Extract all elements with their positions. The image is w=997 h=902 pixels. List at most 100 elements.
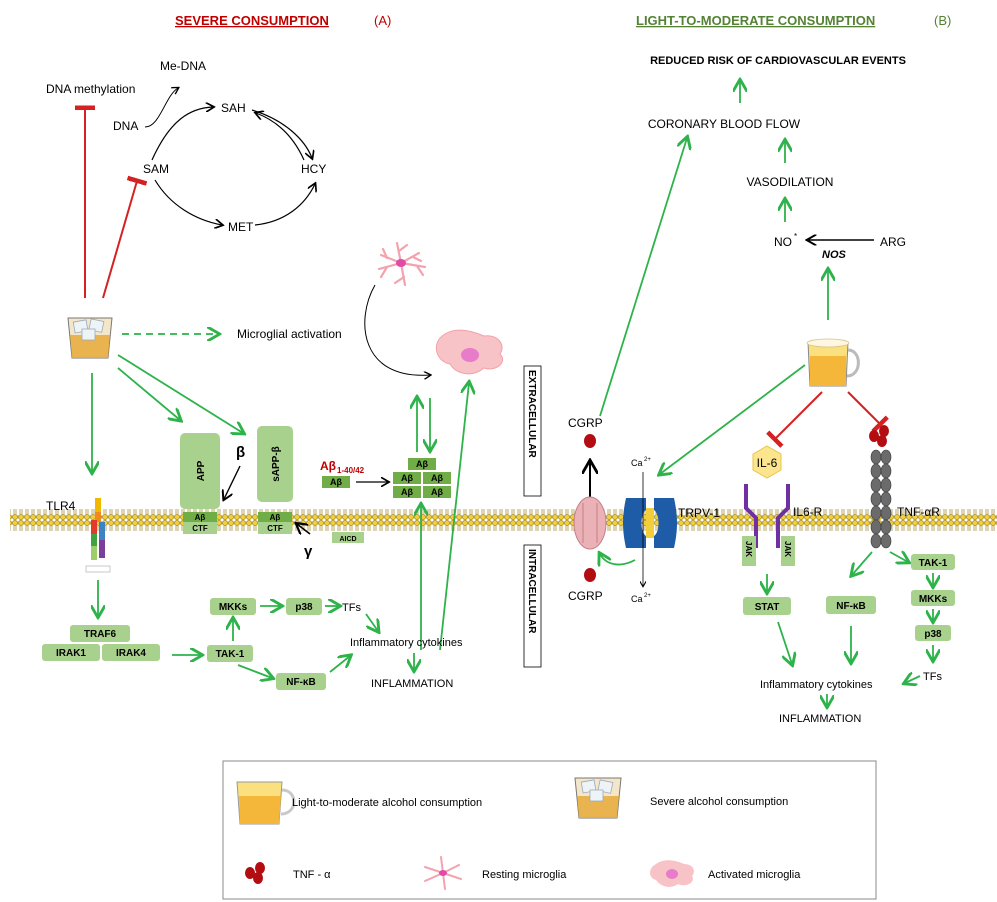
trpv1-label: TRPV-1 (678, 506, 720, 520)
svg-text:Ca: Ca (631, 594, 643, 604)
extracellular-label: EXTRACELLULAR (523, 365, 542, 497)
ca-top-label: Ca 2+ (631, 457, 651, 468)
svg-text:Aβ: Aβ (270, 513, 281, 522)
sapp-beta-label: sAPP-β (271, 446, 282, 482)
intracellular-label: INTRACELLULAR (523, 544, 542, 668)
dna-label: DNA (113, 119, 138, 133)
tfs-label-right: TFs (923, 671, 942, 683)
svg-text:TAK-1: TAK-1 (216, 649, 245, 660)
ab-peptide-label: Aβ 1-40/42 (320, 459, 365, 475)
jak-right-box: JAK (781, 536, 795, 566)
coronary-flow-label: CORONARY BLOOD FLOW (648, 117, 801, 131)
traf6-box: TRAF6 (70, 625, 130, 642)
reduced-risk-label: REDUCED RISK OF CARDIOVASCULAR EVENTS (650, 55, 906, 67)
mkks-box-left: MKKs (210, 598, 256, 615)
sam-label: SAM (143, 162, 169, 176)
irak1-box: IRAK1 (42, 644, 100, 661)
svg-text:INTRACELLULAR: INTRACELLULAR (526, 549, 537, 634)
nos-label: NOS (822, 249, 847, 261)
inflammation-right: INFLAMMATION (779, 713, 861, 725)
cgrp-channel-icon (573, 496, 607, 550)
vasodilation-label: VASODILATION (747, 175, 834, 189)
panel-b-heading: LIGHT-TO-MODERATE CONSUMPTION (B) (636, 13, 951, 28)
svg-text:1-40/42: 1-40/42 (337, 466, 365, 475)
svg-text:p38: p38 (924, 629, 942, 640)
svg-text:STAT: STAT (755, 602, 780, 613)
nfkb-box-left: NF-κB (276, 673, 326, 690)
sapp-beta-fragment: sAPP-β (257, 426, 293, 502)
sah-label: SAH (221, 101, 246, 115)
svg-text:Aβ: Aβ (195, 513, 206, 522)
cgrp-top-label: CGRP (568, 416, 603, 430)
svg-text:NO: NO (774, 235, 792, 249)
methylation-cycle: Me-DNA DNA methylation DNA SAH SAM HCY M… (46, 59, 326, 299)
p38-box-left: p38 (286, 598, 322, 615)
legend-resting-microglia-icon (424, 856, 462, 890)
svg-text:p38: p38 (295, 602, 313, 613)
aicd-fragment: AICD (332, 532, 364, 543)
ab-monomer: Aβ (322, 476, 350, 488)
nfkb-box-right: NF-κB (826, 596, 876, 614)
legend-activated-label: Activated microglia (708, 869, 801, 881)
irak4-box: IRAK4 (102, 644, 160, 661)
met-label: MET (228, 220, 254, 234)
hcy-label: HCY (301, 162, 326, 176)
mkks-box-right: MKKs (911, 590, 955, 606)
ca-bottom-label: Ca 2+ (631, 593, 651, 604)
inflammatory-cytokines-left: Inflammatory cytokines (350, 637, 463, 649)
svg-text:IL-6: IL-6 (757, 456, 778, 470)
legend-tnf-icon (245, 862, 265, 884)
tnfar-label: TNF-αR (897, 505, 940, 519)
svg-text:Aβ: Aβ (401, 487, 413, 497)
legend-box (222, 760, 877, 900)
inflammation-left: INFLAMMATION (371, 678, 453, 690)
jak-left-box: JAK (742, 536, 756, 566)
svg-text:CTF: CTF (192, 524, 208, 533)
tfs-label-left: TFs (342, 602, 361, 614)
light-alcohol-mug-icon (806, 338, 860, 387)
tnf-alpha-ligand-icon (869, 425, 889, 447)
panel-b-letter: (B) (934, 13, 951, 28)
svg-text:Aβ: Aβ (401, 473, 413, 483)
svg-text:MKKs: MKKs (919, 594, 948, 605)
microglial-activation-label: Microglial activation (237, 327, 342, 341)
tnf-receptor-icon (870, 449, 892, 549)
legend-tnf-label: TNF - α (293, 869, 331, 881)
arg-label: ARG (880, 235, 906, 249)
svg-text:JAK: JAK (783, 541, 792, 557)
activated-microglia-icon (435, 329, 504, 375)
no-label: NO * (774, 232, 797, 249)
svg-text:NF-κB: NF-κB (286, 677, 315, 688)
stat-box: STAT (743, 597, 791, 615)
ab-ctf-left: Aβ CTF (183, 512, 217, 534)
svg-text:MKKs: MKKs (219, 602, 248, 613)
il6-ligand: IL-6 (752, 445, 782, 479)
cgrp-molecule-icon (584, 434, 596, 448)
panel-a-title: SEVERE CONSUMPTION (175, 13, 329, 28)
cgrp-bottom-label: CGRP (568, 589, 603, 603)
ab-aggregate: Aβ Aβ Aβ Aβ Aβ (393, 458, 451, 498)
svg-text:TRAF6: TRAF6 (84, 629, 117, 640)
svg-text:AICD: AICD (339, 536, 356, 543)
legend-mug-icon (236, 781, 296, 825)
svg-text:2+: 2+ (644, 593, 651, 599)
panel-a-letter: (A) (374, 13, 391, 28)
svg-text:IRAK4: IRAK4 (116, 648, 146, 659)
svg-text:TAK-1: TAK-1 (919, 558, 948, 569)
svg-text:NF-κB: NF-κB (836, 601, 865, 612)
legend-resting-label: Resting microglia (482, 869, 567, 881)
severe-alcohol-glass-icon (67, 317, 113, 359)
panel-a-heading: SEVERE CONSUMPTION (A) (175, 13, 391, 28)
svg-text:Aβ: Aβ (416, 459, 428, 469)
svg-text:IRAK1: IRAK1 (56, 648, 86, 659)
tak1-box-left: TAK-1 (207, 645, 253, 662)
trpv1-channel-icon (623, 498, 677, 548)
svg-text:Aβ: Aβ (320, 459, 336, 473)
ab-ctf-right: Aβ CTF (258, 512, 292, 534)
app-protein: APP (180, 433, 220, 509)
legend-glass-icon (574, 777, 622, 819)
beta-secretase-label: β (236, 444, 245, 461)
cell-membrane (10, 508, 997, 534)
tak1-box-right: TAK-1 (911, 554, 955, 570)
il6r-label: IL6-R (793, 505, 823, 519)
